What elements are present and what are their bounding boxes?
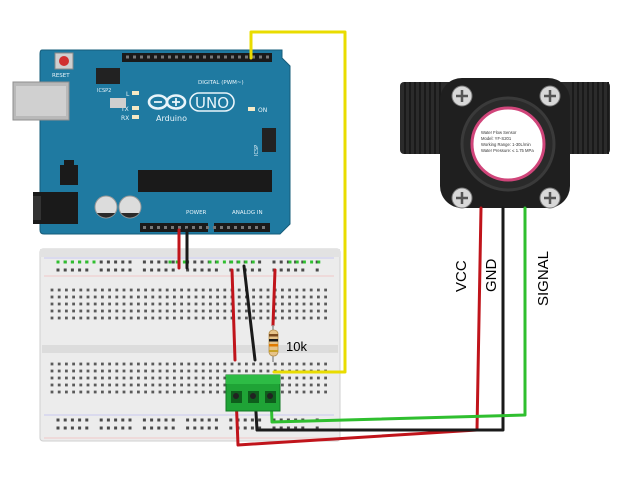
- analog-header-label: ANALOG IN: [232, 210, 263, 216]
- sensor-vcc-wire: [234, 206, 483, 447]
- capacitor-1: [94, 195, 118, 219]
- capacitor-2: [118, 195, 142, 219]
- icsp2-label: ICSP2: [97, 88, 111, 94]
- led-rx: [132, 115, 139, 119]
- arduino-brand-text: Arduino: [156, 114, 187, 123]
- sensor-label-title: Water Flow Sensor: [481, 130, 517, 135]
- arduino-logo: UNO Arduino: [147, 92, 235, 123]
- icsp-header: [262, 128, 276, 152]
- led-on: [248, 107, 255, 111]
- led-tx: [132, 106, 139, 110]
- bb-vcc-jumper: [230, 268, 237, 362]
- sensor-gnd-wire: [253, 206, 505, 432]
- digital-header-label: DIGITAL (PWM~): [198, 80, 244, 86]
- icsp2-header: [96, 68, 120, 84]
- power-header-label: POWER: [186, 210, 207, 216]
- led-l-label: L: [126, 91, 130, 98]
- led-tx-label: TX: [120, 106, 129, 113]
- gnd-label: GND: [483, 259, 500, 293]
- vcc-label: VCC: [453, 260, 470, 292]
- atmega-chip: [138, 170, 272, 192]
- screw-terminal-block: [225, 374, 281, 412]
- sensor-screws: [451, 85, 561, 209]
- icsp-label: ICSP: [254, 145, 260, 156]
- signal-label: SIGNAL: [535, 251, 552, 306]
- water-flow-sensor: Water Flow Sensor Model: YF-S201 Working…: [400, 78, 610, 209]
- breadboard-center-channel: [42, 345, 338, 353]
- led-on-label: ON: [258, 107, 267, 114]
- bb-gnd-jumper: [242, 264, 257, 362]
- bb-resistor-jumper: [271, 268, 277, 327]
- wires: [177, 30, 527, 447]
- resistor-label: 10k: [286, 339, 307, 354]
- led-rx-label: RX: [121, 115, 129, 122]
- reset-label: RESET: [52, 73, 70, 79]
- led-l: [132, 91, 139, 95]
- uno-logo-text: UNO: [195, 94, 229, 112]
- bottom-header-pins: [143, 226, 265, 229]
- resistor-10k: 10k: [268, 325, 307, 362]
- arduino-uno-board: RESET ICSP2 DIGITAL (PWM~) UNO Arduino L…: [12, 49, 291, 235]
- crystal: [110, 98, 126, 108]
- sensor-label-model: Model: YF-S201: [481, 136, 512, 141]
- regulator-chip: [60, 165, 78, 185]
- yellow-digital-wire: [249, 30, 347, 374]
- pipe-threads: [404, 82, 609, 154]
- uno-badge: [189, 92, 235, 112]
- digital-header-pins: [126, 55, 269, 59]
- sensor-label-pressure: Water Pressure: ≤ 1.75 MPa: [481, 148, 534, 153]
- sensor-label-range: Working Range: 1-30L/min: [481, 142, 531, 147]
